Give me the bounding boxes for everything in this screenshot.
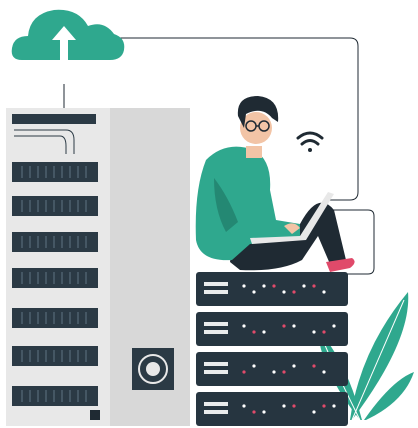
arrow-up bbox=[52, 26, 76, 60]
wifi-icon bbox=[296, 131, 324, 152]
hair bbox=[237, 96, 279, 128]
laptop bbox=[250, 192, 334, 244]
hoodie-shadow bbox=[214, 178, 238, 232]
person-with-laptop bbox=[195, 96, 355, 272]
hand bbox=[284, 223, 300, 234]
shoe bbox=[326, 258, 355, 272]
fan-icon bbox=[132, 348, 174, 390]
glasses bbox=[245, 120, 270, 132]
server-leds bbox=[242, 284, 336, 414]
server-stack bbox=[196, 272, 348, 426]
server-panels bbox=[204, 282, 228, 414]
neck bbox=[246, 146, 262, 158]
drive-slots bbox=[21, 166, 87, 402]
cloud-upload-icon bbox=[11, 9, 125, 61]
storage-rack bbox=[6, 108, 190, 426]
hoodie bbox=[195, 146, 300, 261]
drive-bays bbox=[12, 162, 98, 406]
